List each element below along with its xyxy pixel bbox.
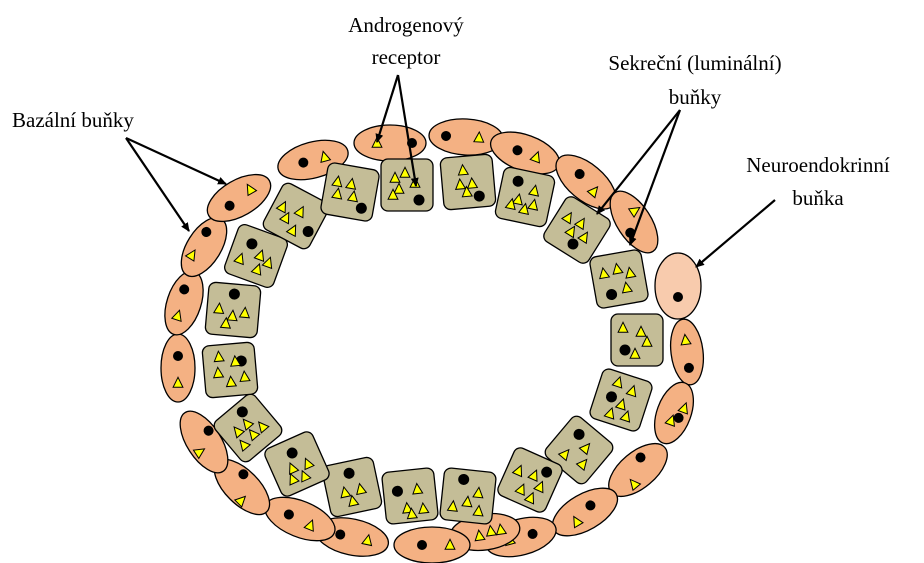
basal-cell	[161, 334, 195, 402]
luminal-cell	[381, 159, 433, 211]
basal-cell-body	[161, 334, 195, 402]
basal-cell	[667, 317, 707, 386]
nucleus-icon	[173, 351, 183, 361]
nucleus-icon	[620, 345, 631, 356]
basal-cell-body	[667, 317, 707, 386]
luminal-cell	[205, 282, 261, 338]
luminal-cell	[202, 342, 258, 398]
basal-cell-body	[394, 527, 470, 563]
basal-cell-body	[158, 266, 211, 339]
basal-cell	[647, 377, 701, 449]
basal-cells-label: Bazální buňky	[12, 108, 134, 132]
luminal-cell-body	[588, 367, 654, 433]
neuroendocrine-cell-body	[655, 253, 701, 319]
basal-cell	[394, 527, 470, 563]
basal-cell	[354, 125, 426, 161]
arrow-secretory-cell-1	[597, 110, 680, 214]
luminal-cell	[320, 162, 380, 222]
basal-cell-body	[647, 377, 701, 449]
luminal-cell	[439, 467, 496, 524]
luminal-cell-body	[381, 159, 433, 211]
luminal-cell	[381, 467, 438, 524]
nucleus-icon	[673, 292, 683, 302]
luminal-cell-body	[321, 456, 383, 518]
secretory-cells-label-line2: buňky	[669, 85, 722, 109]
androgen-receptor-label-line1: Androgenový	[348, 13, 464, 37]
nucleus-icon	[417, 540, 427, 550]
luminal-cell-body	[202, 342, 258, 398]
luminal-cell	[321, 456, 383, 518]
luminal-cell	[588, 367, 654, 433]
neuroendocrine-cell-label-line1: Neuroendokrinní	[746, 153, 890, 177]
luminal-cell-layer	[202, 154, 663, 525]
neuroendocrine-cell-label-line2: buňka	[792, 186, 844, 210]
luminal-cell-body	[589, 249, 649, 309]
neuroendocrine-cell	[655, 253, 701, 319]
luminal-cell	[494, 166, 556, 228]
luminal-cell-body	[494, 166, 556, 228]
luminal-cell-body	[440, 154, 496, 210]
luminal-cell	[440, 154, 496, 210]
androgen-receptor-label-line2: receptor	[372, 45, 441, 69]
luminal-cell	[611, 314, 663, 366]
arrow-neuroendocrine-cell	[696, 200, 775, 267]
basal-cell	[158, 266, 211, 339]
luminal-cell	[589, 249, 649, 309]
secretory-cells-label-line1: Sekreční (luminální)	[608, 51, 781, 75]
nucleus-icon	[414, 195, 425, 206]
luminal-cell-body	[320, 162, 380, 222]
